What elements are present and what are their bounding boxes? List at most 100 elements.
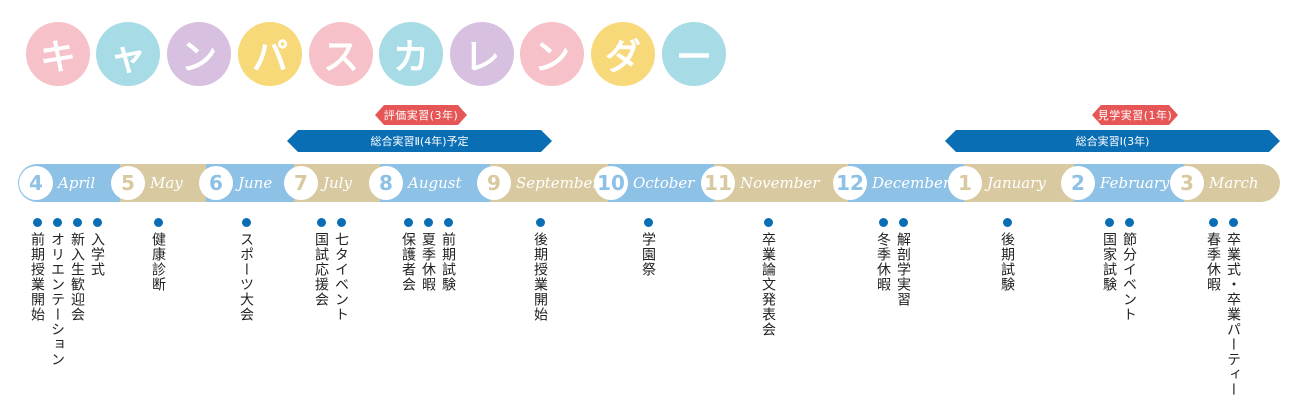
month-name: November	[740, 174, 820, 192]
bullet-dot	[1208, 218, 1218, 227]
event-text: 夏季休暇	[420, 232, 436, 292]
bullet-dot	[1104, 218, 1114, 227]
month-name: August	[408, 174, 462, 192]
month-october: 10 October	[594, 166, 694, 200]
event-item: 春季休暇	[1205, 218, 1221, 397]
bullet-dot	[153, 218, 163, 227]
month-number: 6	[199, 166, 233, 200]
month-name: January	[987, 174, 1046, 192]
bullet-dot	[898, 218, 908, 227]
title-char-bubble: ー	[662, 22, 726, 86]
event-text: 国家試験	[1101, 232, 1117, 292]
event-item: 国家試験	[1101, 218, 1117, 322]
month-number: 3	[1170, 166, 1204, 200]
bullet-dot	[535, 218, 545, 227]
bullet-dot	[1002, 218, 1012, 227]
event-text: 冬季休暇	[875, 232, 891, 292]
month-name: September	[516, 174, 600, 192]
month-name: March	[1209, 174, 1259, 192]
month-december: 12 December	[833, 166, 950, 200]
month-name: July	[323, 174, 352, 192]
event-item: 後期授業開始	[532, 218, 548, 322]
events-september: 後期授業開始	[532, 218, 548, 322]
title-char-bubble: ダ	[591, 22, 655, 86]
tag-observation-practicum: 見学実習(1年)	[1092, 105, 1178, 125]
title-char-bubble: キ	[26, 22, 90, 86]
month-number: 1	[948, 166, 982, 200]
event-text: スポーツ大会	[238, 232, 254, 322]
event-text: 入学式	[89, 232, 105, 277]
event-text: 後期授業開始	[532, 232, 548, 322]
event-item: 健康診断	[150, 218, 166, 292]
event-item: 冬季休暇	[875, 218, 891, 307]
event-text: 新入生歓迎会	[69, 232, 85, 322]
event-text: 春季休暇	[1205, 232, 1221, 292]
month-september: 9 September	[477, 166, 600, 200]
bullet-dot	[32, 218, 42, 227]
month-number: 9	[477, 166, 511, 200]
event-text: 健康診断	[150, 232, 166, 292]
event-item: 後期試験	[999, 218, 1015, 292]
month-name: February	[1100, 174, 1170, 192]
month-january: 1 January	[948, 166, 1046, 200]
month-number: 12	[833, 166, 867, 200]
events-october: 学園祭	[640, 218, 656, 277]
month-february: 2 February	[1061, 166, 1170, 200]
bullet-dot	[92, 218, 102, 227]
title-char-bubble: レ	[450, 22, 514, 86]
bullet-dot	[643, 218, 653, 227]
event-item: 国試応援会	[313, 218, 329, 322]
event-text: 卒業論文発表会	[760, 232, 776, 337]
bullet-dot	[52, 218, 62, 227]
bar-comprehensive-practicum-1: 総合実習Ⅰ(3年)	[945, 130, 1280, 152]
bullet-dot	[763, 218, 773, 227]
event-item: 保護者会	[400, 218, 416, 292]
event-text: 学園祭	[640, 232, 656, 277]
month-number: 11	[701, 166, 735, 200]
month-number: 8	[369, 166, 403, 200]
event-item: 前期授業開始	[29, 218, 45, 367]
event-text: 七タイベント	[333, 232, 349, 322]
month-name: June	[238, 174, 273, 192]
timeline-segment	[964, 164, 1074, 202]
event-text: 卒業式・卒業パーティー	[1225, 232, 1241, 397]
event-text: オリエンテーション	[49, 232, 65, 367]
event-item: 学園祭	[640, 218, 656, 277]
month-august: 8 August	[369, 166, 461, 200]
event-item: 卒業論文発表会	[760, 218, 776, 337]
bar-comprehensive-practicum-2: 総合実習Ⅱ(4年)予定	[287, 130, 552, 152]
events-february: 節分イベント 国家試験	[1101, 218, 1137, 322]
bullet-dot	[241, 218, 251, 227]
bullet-dot	[1124, 218, 1134, 227]
event-text: 前期試験	[440, 232, 456, 292]
month-name: December	[872, 174, 951, 192]
event-item: 卒業式・卒業パーティー	[1225, 218, 1241, 397]
event-text: 解剖学実習	[895, 232, 911, 307]
events-march: 卒業式・卒業パーティー 春季休暇	[1205, 218, 1241, 397]
bullet-dot	[443, 218, 453, 227]
timeline-segment	[848, 164, 964, 202]
event-text: 国試応援会	[313, 232, 329, 307]
month-april: 4 April	[19, 166, 95, 200]
title-char-bubble: パ	[238, 22, 302, 86]
bullet-dot	[72, 218, 82, 227]
title-char-bubble: カ	[379, 22, 443, 86]
bullet-dot	[423, 218, 433, 227]
month-name: April	[58, 174, 96, 192]
month-name: May	[150, 174, 183, 192]
bullet-dot	[403, 218, 413, 227]
month-number: 5	[111, 166, 145, 200]
bullet-dot	[336, 218, 346, 227]
month-march: 3 March	[1170, 166, 1259, 200]
event-item: 入学式	[89, 218, 105, 367]
event-item: 前期試験	[440, 218, 456, 292]
event-item: 夏季休暇	[420, 218, 436, 292]
month-name: October	[633, 174, 695, 192]
month-may: 5 May	[111, 166, 183, 200]
event-text: 後期試験	[999, 232, 1015, 292]
title-char-bubble: ン	[167, 22, 231, 86]
event-item: スポーツ大会	[238, 218, 254, 322]
event-item: 七タイベント	[333, 218, 349, 322]
event-item: オリエンテーション	[49, 218, 65, 367]
month-november: 11 November	[701, 166, 819, 200]
